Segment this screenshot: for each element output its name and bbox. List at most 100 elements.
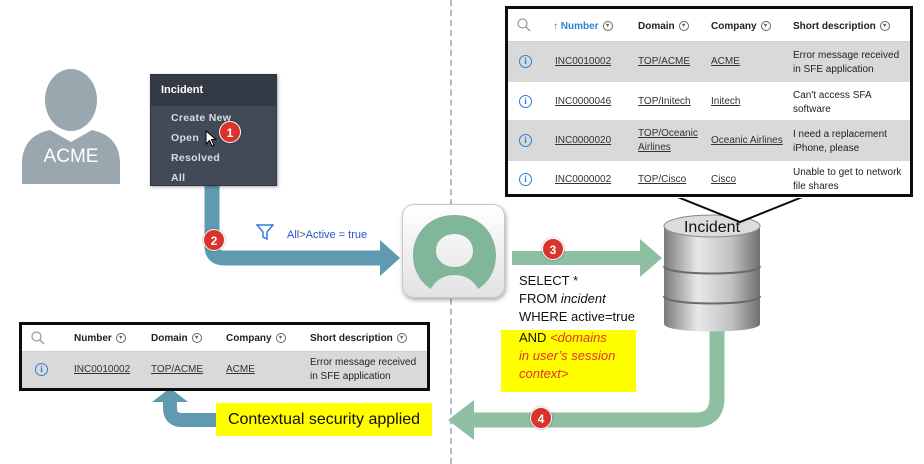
- info-icon[interactable]: i: [35, 363, 48, 376]
- results-table-header: Number▾ Domain▾ Company▾ Short descripti…: [22, 325, 427, 352]
- record-number[interactable]: INC0010002: [74, 364, 131, 375]
- db-table-header: ↑ Number▾ Domain▾ Company▾ Short descrip…: [508, 9, 910, 42]
- arrow-db-to-result-head: [448, 400, 474, 440]
- servicenow-logo-tile: [402, 204, 505, 298]
- table-row[interactable]: i INC0010002 TOP/ACME ACME Error message…: [22, 352, 427, 388]
- record-description-line1: Error message received: [310, 357, 417, 368]
- sql-and-clause: AND <domains in user’s session context>: [519, 329, 615, 383]
- arrow-db-to-result: [470, 330, 725, 428]
- incident-menu-title: Incident: [151, 75, 276, 106]
- domain-context-highlight: [501, 330, 636, 392]
- menu-item-create-new[interactable]: Create New: [171, 112, 232, 124]
- menu-item-resolved[interactable]: Resolved: [171, 152, 221, 164]
- record-description-line2: in SFE application: [793, 64, 874, 75]
- record-company[interactable]: Oceanic Airlines: [711, 135, 783, 146]
- column-menu-icon[interactable]: ▾: [879, 21, 890, 32]
- record-domain[interactable]: TOP/Cisco: [638, 174, 687, 185]
- info-icon[interactable]: i: [519, 134, 532, 147]
- filter-separator: >: [299, 229, 306, 241]
- filter-icon: [256, 224, 274, 241]
- record-domain-line2[interactable]: Airlines: [638, 142, 671, 153]
- user-label: ACME: [43, 146, 99, 167]
- record-domain[interactable]: TOP/Oceanic: [638, 128, 698, 139]
- arrow-menu-to-logo-head: [380, 240, 400, 276]
- record-company[interactable]: ACME: [226, 364, 255, 375]
- filtered-results-table: Number▾ Domain▾ Company▾ Short descripti…: [19, 322, 430, 391]
- sort-up-icon: ↑: [553, 21, 558, 32]
- step-badge-2: 2: [203, 229, 225, 251]
- filter-all: All: [287, 229, 300, 241]
- mouse-cursor-icon: [205, 130, 218, 147]
- servicenow-logo-icon: [413, 215, 496, 289]
- record-domain[interactable]: TOP/ACME: [638, 56, 691, 67]
- table-row[interactable]: i INC0000046 TOP/Initech Initech Can't a…: [508, 82, 910, 121]
- sql-and: AND: [519, 330, 547, 345]
- record-domain[interactable]: TOP/Initech: [638, 96, 691, 107]
- arrow-result-to-table-head: [152, 388, 188, 402]
- arrow-menu-to-logo: [204, 186, 385, 266]
- step-badge-1: 1: [219, 121, 241, 143]
- record-description-line1: Unable to get to network: [793, 167, 902, 178]
- step-badge-3: 3: [542, 238, 564, 260]
- database-label: Incident: [683, 219, 741, 236]
- info-icon[interactable]: i: [519, 95, 532, 108]
- col-domain[interactable]: Domain▾: [638, 21, 689, 32]
- column-menu-icon[interactable]: ▾: [396, 333, 407, 344]
- column-menu-icon[interactable]: ▾: [760, 21, 771, 32]
- col-short-description[interactable]: Short description▾: [793, 21, 890, 32]
- sql-where: WHERE active=true: [519, 309, 635, 324]
- record-description-line2: file shares: [793, 181, 839, 192]
- col-company[interactable]: Company▾: [711, 21, 771, 32]
- user-avatar-icon: [22, 69, 120, 184]
- sql-domains-2: in user’s session: [519, 348, 616, 363]
- step-badge-4: 4: [530, 407, 552, 429]
- record-number[interactable]: INC0010002: [555, 56, 612, 67]
- column-menu-icon[interactable]: ▾: [678, 21, 689, 32]
- menu-item-open[interactable]: Open: [171, 132, 200, 144]
- sql-table: incident: [560, 291, 606, 306]
- record-description-line2: in SFE application: [310, 371, 391, 382]
- col-short-description[interactable]: Short description▾: [310, 333, 407, 344]
- info-icon[interactable]: i: [519, 173, 532, 186]
- record-number[interactable]: INC0000020: [555, 135, 612, 146]
- search-icon[interactable]: [517, 18, 531, 32]
- filter-active: Active = true: [305, 229, 368, 241]
- search-icon[interactable]: [31, 331, 45, 345]
- column-menu-icon[interactable]: ▾: [275, 333, 286, 344]
- table-row[interactable]: i INC0000020 TOP/Oceanic Airlines Oceani…: [508, 121, 910, 161]
- record-description-line1: I need a replacement: [793, 129, 887, 140]
- col-number[interactable]: ↑ Number▾: [553, 21, 613, 32]
- table-row[interactable]: i INC0010002 TOP/ACME ACME Error message…: [508, 42, 910, 82]
- column-menu-icon[interactable]: ▾: [602, 21, 613, 32]
- record-domain[interactable]: TOP/ACME: [151, 364, 204, 375]
- record-description-line2: software: [793, 104, 831, 115]
- record-description-line1: Error message received: [793, 50, 900, 61]
- col-number[interactable]: Number▾: [74, 333, 126, 344]
- record-number[interactable]: INC0000046: [555, 96, 612, 107]
- col-company[interactable]: Company▾: [226, 333, 286, 344]
- info-icon[interactable]: i: [519, 55, 532, 68]
- col-domain[interactable]: Domain▾: [151, 333, 202, 344]
- column-menu-icon[interactable]: ▾: [115, 333, 126, 344]
- sql-query: SELECT * FROM incident WHERE active=true: [519, 272, 635, 326]
- sql-domains-1: <domains: [550, 330, 607, 345]
- record-company[interactable]: ACME: [711, 56, 740, 67]
- arrow-result-to-table: [163, 400, 216, 427]
- arrow-logo-to-db-head: [640, 239, 662, 277]
- incident-menu: Incident Create New Open Resolved All: [150, 74, 277, 186]
- sql-select: SELECT *: [519, 273, 579, 288]
- db-records-table: ↑ Number▾ Domain▾ Company▾ Short descrip…: [505, 6, 913, 197]
- record-company[interactable]: Initech: [711, 96, 741, 107]
- record-description-line2: iPhone, please: [793, 143, 860, 154]
- record-company[interactable]: Cisco: [711, 174, 737, 185]
- callout-tail: [669, 194, 811, 224]
- table-row[interactable]: i INC0000002 TOP/Cisco Cisco Unable to g…: [508, 161, 910, 194]
- record-number[interactable]: INC0000002: [555, 174, 612, 185]
- menu-item-all[interactable]: All: [171, 172, 186, 184]
- column-menu-icon[interactable]: ▾: [191, 333, 202, 344]
- database-icon: [663, 214, 761, 332]
- sql-domains-3: context>: [519, 366, 569, 381]
- sql-from: FROM incident: [519, 291, 606, 306]
- record-description-line1: Can't access SFA: [793, 90, 872, 101]
- contextual-security-label: Contextual security applied: [216, 403, 432, 436]
